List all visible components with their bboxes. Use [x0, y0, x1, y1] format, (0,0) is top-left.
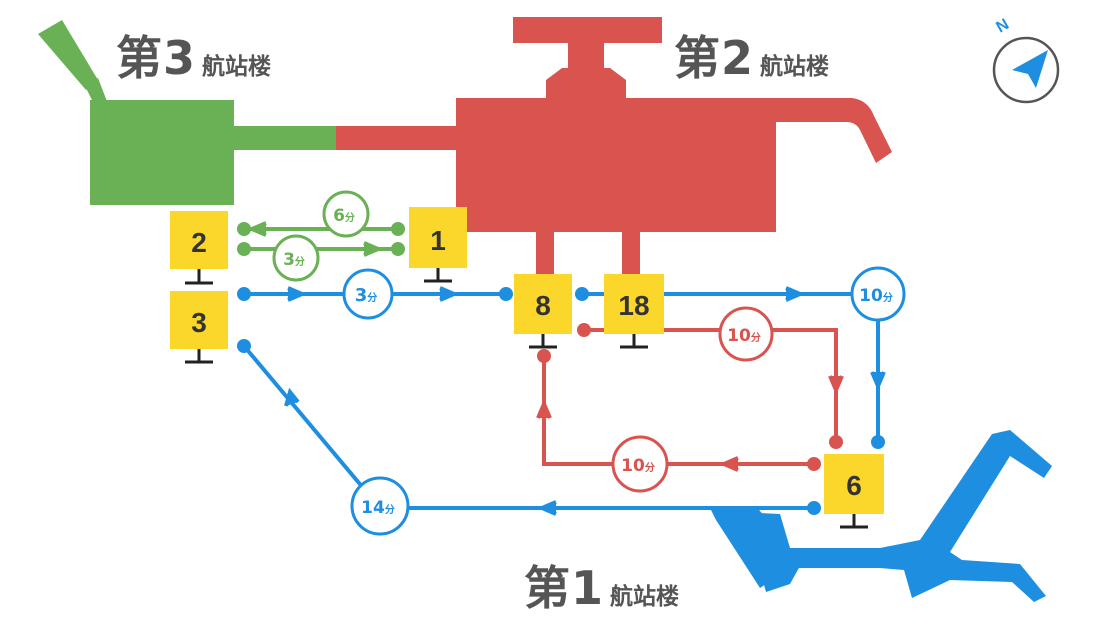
stop-1[interactable]: 1: [409, 207, 467, 283]
route-green-3min: [237, 241, 405, 257]
svg-text:3分: 3分: [283, 250, 305, 270]
badge-blue-14min: 14分: [350, 476, 410, 536]
svg-text:N: N: [994, 16, 1013, 37]
svg-text:8: 8: [535, 290, 551, 321]
badge-green-6min: 6分: [322, 190, 370, 238]
compass-north-icon: N: [992, 16, 1060, 104]
badge-green-3min: 3分: [272, 234, 320, 282]
svg-text:10分: 10分: [859, 286, 893, 306]
svg-text:3分: 3分: [355, 285, 378, 306]
terminal-2-building: [336, 17, 892, 278]
route-red-10min-b: [536, 349, 821, 472]
terminal-3-building: [38, 20, 342, 205]
badge-blue-10min: 10分: [850, 266, 906, 322]
badge-red-10min-a: 10分: [718, 306, 774, 362]
svg-text:14分: 14分: [361, 498, 395, 518]
badge-blue-3min: 3分: [342, 268, 394, 320]
stop-2[interactable]: 2: [170, 211, 228, 285]
svg-text:3: 3: [191, 307, 207, 338]
stop-6[interactable]: 6: [824, 454, 884, 529]
route-red-10min-a: [577, 323, 844, 449]
stop-8[interactable]: 8: [514, 274, 572, 349]
stop-18[interactable]: 18: [604, 274, 664, 349]
route-green-6min: [237, 221, 405, 237]
svg-text:2: 2: [191, 227, 207, 258]
svg-text:1: 1: [430, 225, 446, 256]
route-blue-14min: [237, 339, 821, 516]
svg-text:18: 18: [618, 290, 649, 321]
stop-3[interactable]: 3: [170, 291, 228, 364]
svg-text:6分: 6分: [333, 206, 355, 226]
svg-text:6: 6: [846, 470, 862, 501]
svg-text:10分: 10分: [621, 456, 655, 476]
terminal-1-building: [710, 430, 1052, 602]
badge-red-10min-b: 10分: [611, 435, 669, 493]
svg-text:10分: 10分: [727, 326, 761, 346]
